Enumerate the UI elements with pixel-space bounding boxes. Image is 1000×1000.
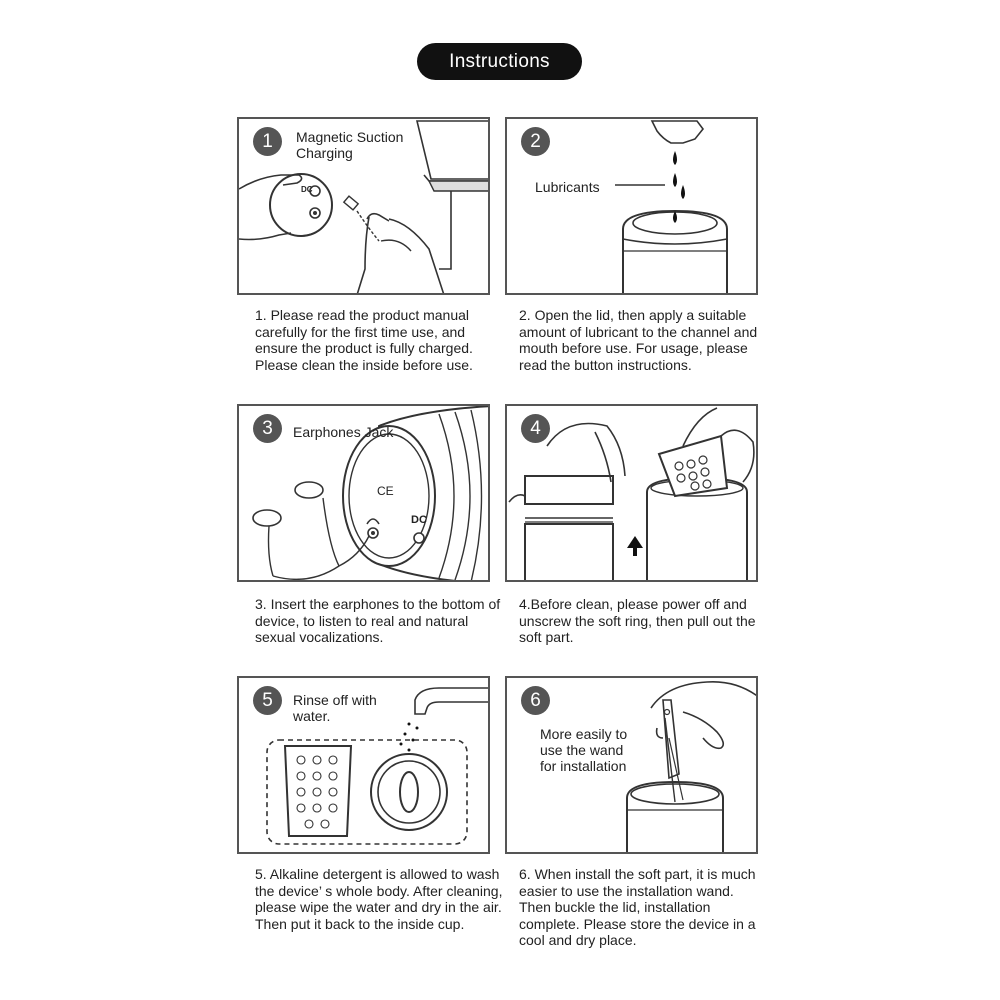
step-4-panel: 4	[505, 404, 758, 582]
ce-marking: CE	[377, 484, 394, 498]
step-2-panel: 2 Lubricants	[505, 117, 758, 295]
remove-soft-part-illustration	[508, 407, 755, 580]
step-1-label: Magnetic Suction Charging	[296, 129, 404, 161]
rinse-water-illustration	[266, 687, 488, 845]
step-number-badge: 2	[521, 127, 550, 156]
step-2-label: Lubricants	[535, 179, 600, 195]
step-number-badge: 6	[521, 686, 550, 715]
earphones-jack-illustration	[252, 406, 488, 580]
step-6-caption: 6. When install the soft part, it is muc…	[519, 866, 756, 948]
step-6-label: More easily to use the wand for installa…	[540, 726, 628, 774]
step-3-caption: 3. Insert the earphones to the bottom of…	[255, 596, 501, 645]
step-5-label: Rinse off with water.	[293, 692, 377, 724]
step-5-panel: 5 Rinse off with water.	[237, 676, 490, 854]
step-number-badge: 3	[253, 414, 282, 443]
step-number-badge: 1	[253, 127, 282, 156]
dc-marking: DC	[411, 514, 427, 526]
step-1-panel: 1 Magnetic Suction Charging DC	[237, 117, 490, 295]
instructions-title: Instructions	[417, 43, 582, 80]
step-3-panel: 3 Earphones Jack CE DC	[237, 404, 490, 582]
step-number-badge: 5	[253, 686, 282, 715]
installation-wand-illustration	[626, 681, 756, 852]
step-3-label: Earphones Jack	[293, 424, 394, 440]
step-6-panel: 6 More easily to use the wand for instal…	[505, 676, 758, 854]
step-4-caption: 4.Before clean, please power off and uns…	[519, 596, 756, 645]
step-number-badge: 4	[521, 414, 550, 443]
dc-marking: DC	[301, 185, 313, 194]
step-5-caption: 5. Alkaline detergent is allowed to wash…	[255, 866, 503, 932]
lubricant-bottle-illustration	[615, 120, 728, 293]
step-1-caption: 1. Please read the product manual carefu…	[255, 307, 473, 373]
magnetic-charging-illustration	[239, 120, 488, 293]
step-2-caption: 2. Open the lid, then apply a suitable a…	[519, 307, 758, 373]
